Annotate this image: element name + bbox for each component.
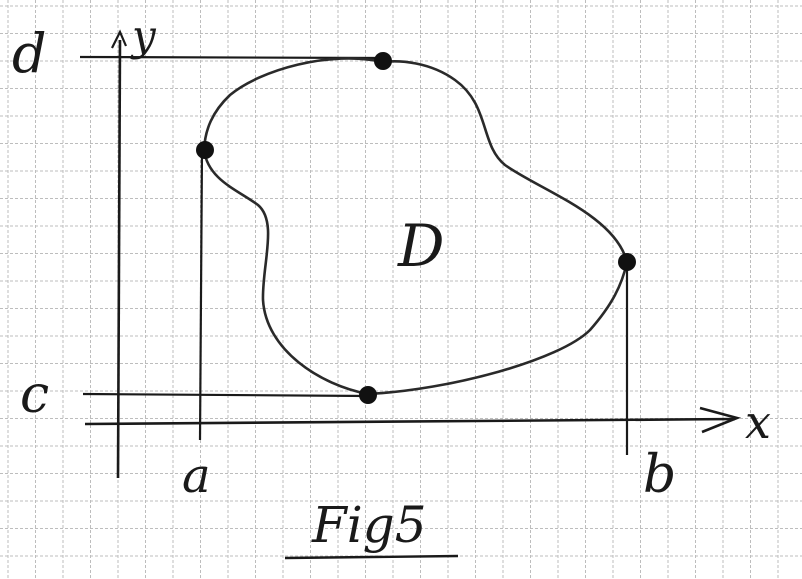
caption-underline bbox=[284, 554, 459, 560]
left-bound-label: a bbox=[182, 448, 211, 504]
y-axis-label: y bbox=[130, 11, 157, 60]
right-bound-label: b bbox=[643, 445, 676, 505]
x-axis-arrowhead bbox=[699, 406, 742, 434]
top-bound-label: d bbox=[12, 22, 47, 85]
top-tangent-point bbox=[374, 52, 392, 70]
caption-text: Fig5 bbox=[311, 496, 427, 554]
x-axis-label: x bbox=[745, 395, 771, 449]
y-axis-line bbox=[116, 39, 122, 479]
right-tangent-point bbox=[618, 253, 636, 271]
tangent-points bbox=[196, 52, 636, 404]
bound-lines bbox=[79, 55, 629, 455]
y-axis: y bbox=[111, 11, 157, 479]
x-axis-line bbox=[84, 417, 736, 426]
figure-caption: Fig5 bbox=[284, 496, 459, 560]
left-tangent-point bbox=[196, 141, 214, 159]
region-label: D bbox=[397, 212, 445, 280]
bottom-bound-label: c bbox=[20, 365, 49, 425]
y-axis-arrowhead bbox=[111, 29, 128, 49]
bottom-tangent-point bbox=[359, 386, 377, 404]
left-bound-line bbox=[198, 149, 204, 441]
bottom-bound-line bbox=[82, 392, 369, 398]
